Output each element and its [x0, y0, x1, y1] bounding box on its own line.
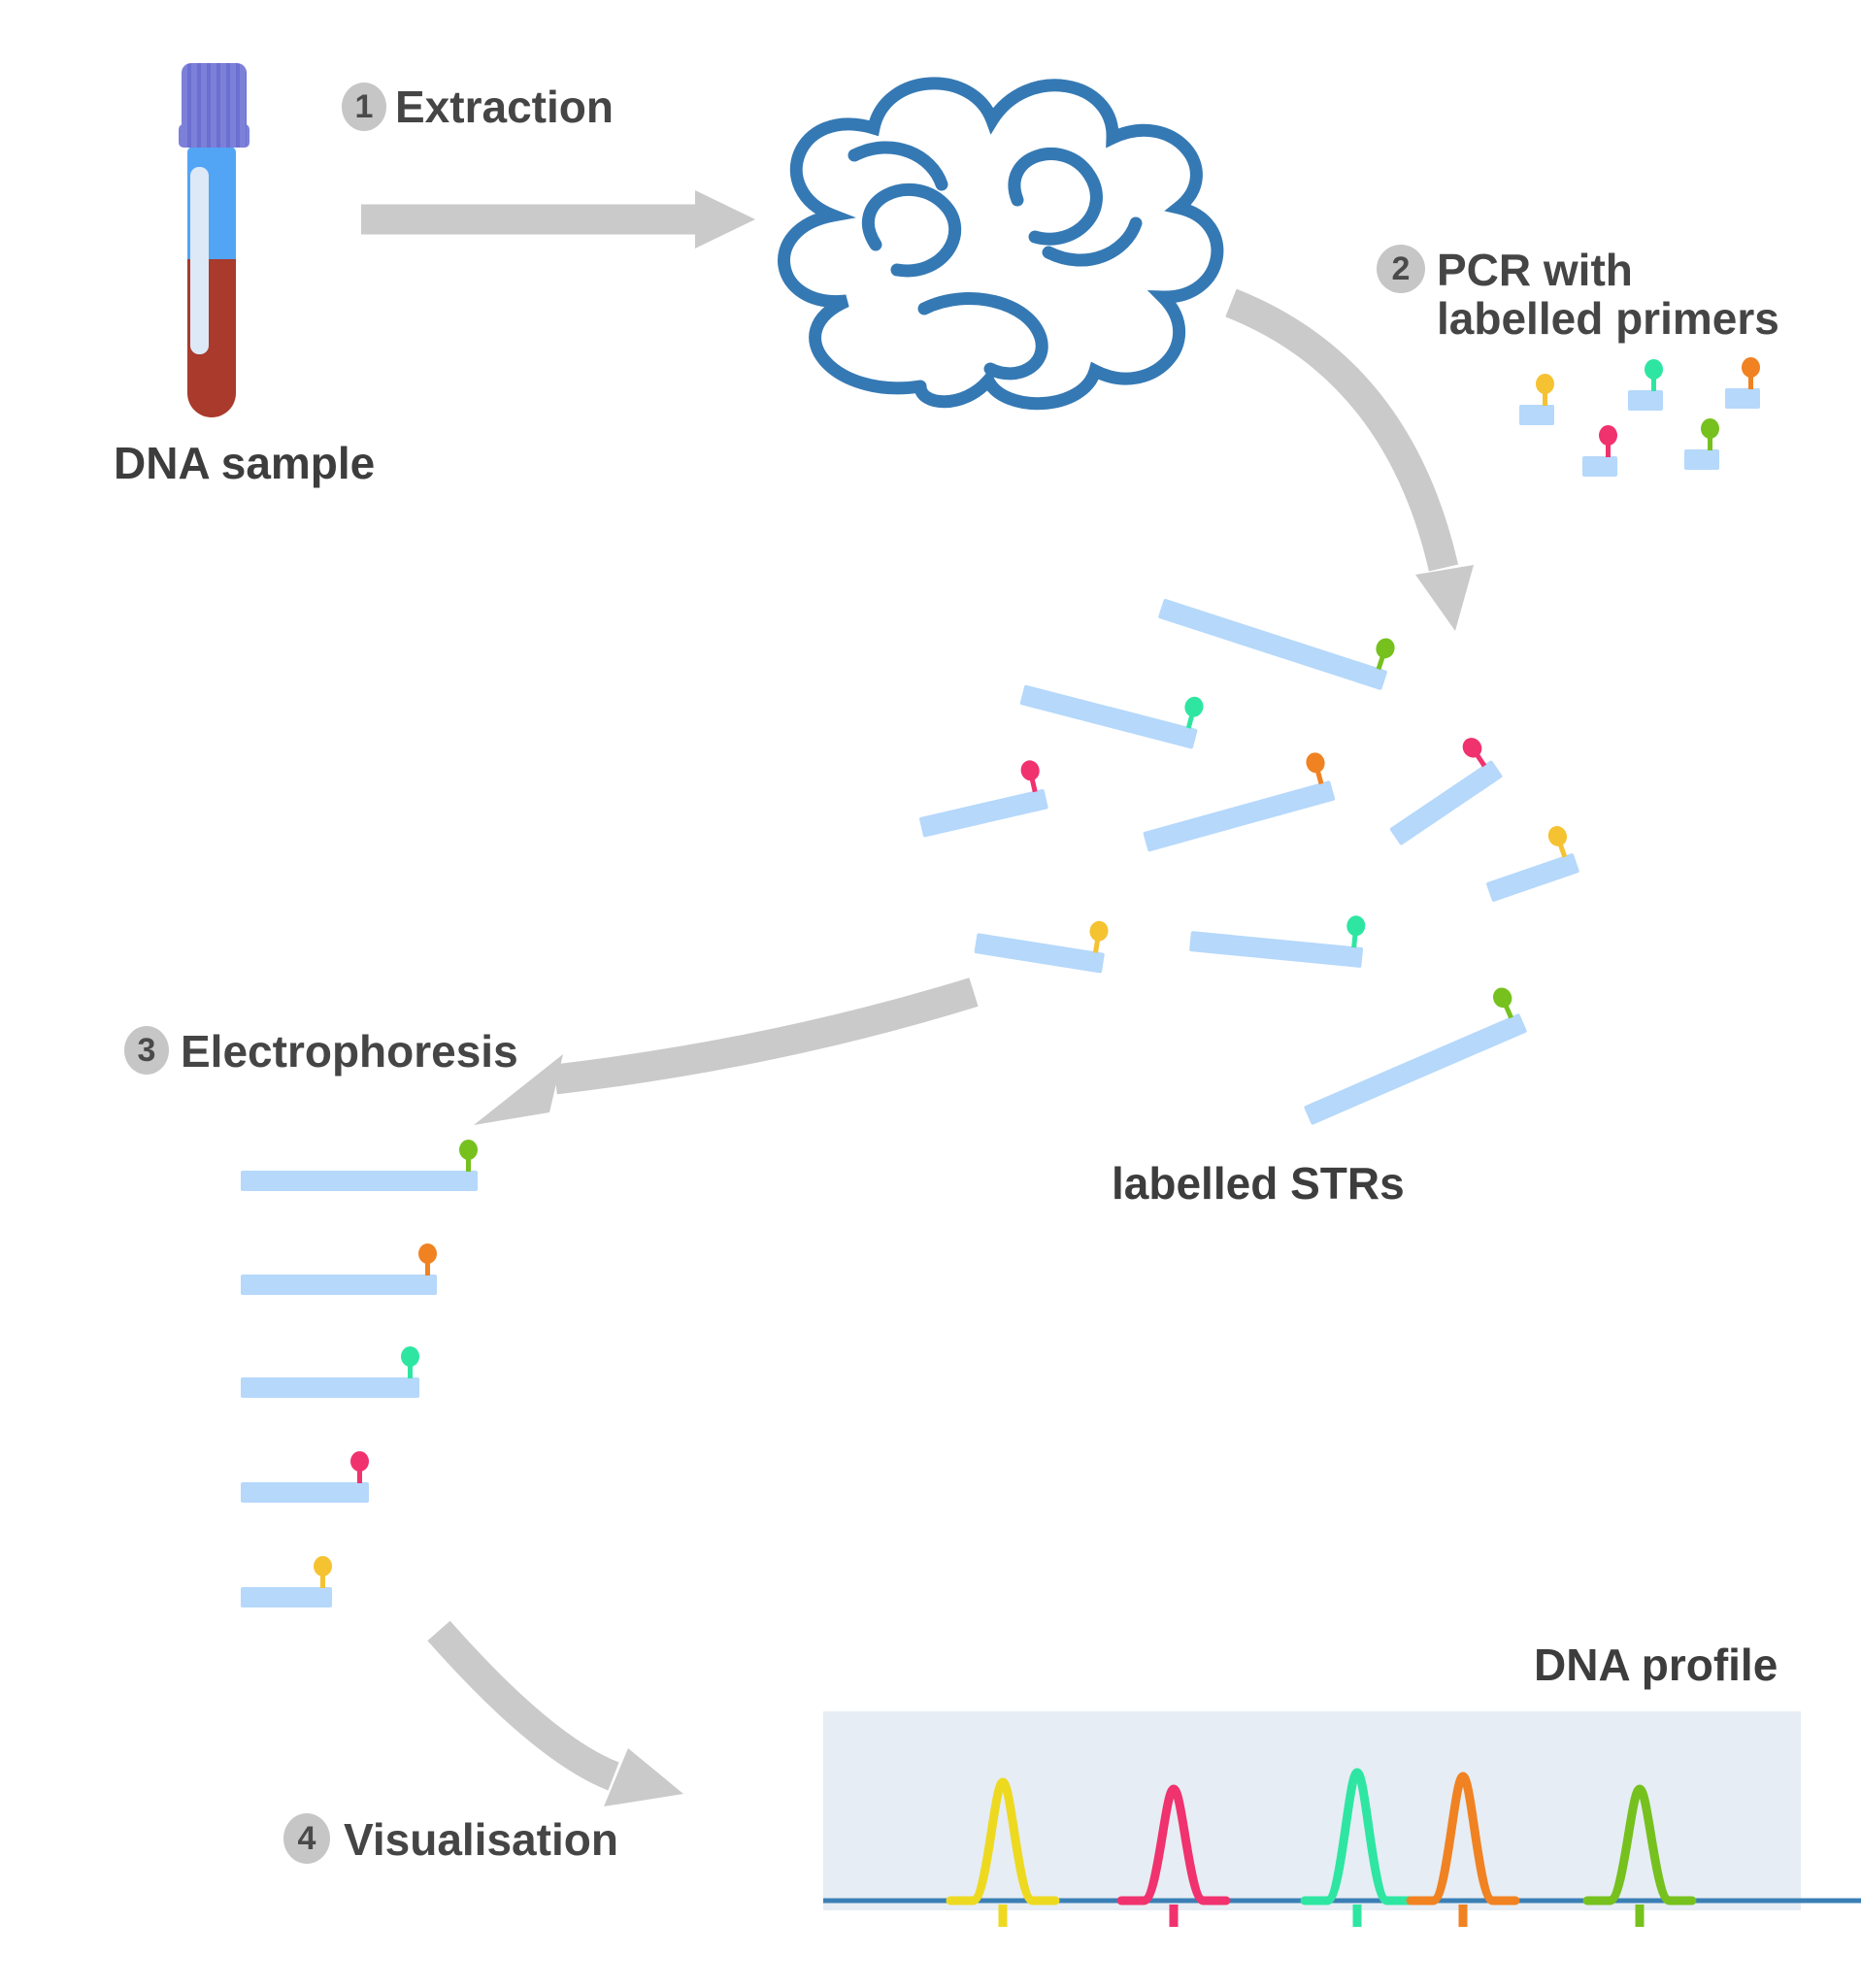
green-pin-head	[1701, 418, 1719, 439]
flow-arrow-2-head	[1415, 565, 1474, 631]
yellow-pin-head	[1536, 374, 1554, 394]
profile-peak-2	[1116, 1784, 1231, 1905]
orange-pin-icon	[1742, 357, 1760, 389]
teal-pin-icon	[401, 1346, 419, 1378]
step-4-label: Visualisation	[344, 1814, 618, 1865]
orange-pin-head	[1742, 357, 1760, 378]
flow-arrow-1-head	[695, 190, 755, 248]
labelled-primer	[1582, 425, 1617, 477]
teal-pin-head	[1645, 359, 1663, 380]
dna-tangle-icon	[847, 141, 948, 191]
step-1-label: Extraction	[395, 82, 614, 132]
green-pin-icon	[459, 1140, 478, 1172]
step-4-badge: 4	[283, 1813, 330, 1864]
profile-tick-3	[1352, 1905, 1362, 1927]
step-1-badge: 1	[342, 83, 386, 131]
green-pin-icon	[1701, 418, 1719, 450]
dna-tangle-icon	[778, 77, 1224, 411]
electrophoresis-fragment	[241, 1556, 332, 1607]
pink-pin-head	[1599, 425, 1617, 446]
pink-pin-head	[350, 1451, 369, 1472]
flow-arrow-4-head	[604, 1748, 683, 1806]
yellow-pin-icon	[1536, 374, 1554, 406]
teal-pin-icon	[1645, 359, 1663, 391]
dna-sample-caption: DNA sample	[114, 438, 376, 488]
pink-pin-icon	[350, 1451, 369, 1483]
orange-pin-head	[418, 1243, 437, 1264]
green-pin-head	[459, 1140, 478, 1160]
step-3-badge: 3	[124, 1026, 169, 1075]
labelled-strs-caption: labelled STRs	[1112, 1158, 1405, 1209]
flow-arrow-3-head	[474, 1054, 563, 1125]
profile-tick-1	[998, 1905, 1008, 1927]
step-2-badge: 2	[1377, 245, 1425, 293]
flow-arrow-2	[1225, 288, 1459, 572]
labelled-primer	[1684, 418, 1719, 470]
orange-pin-icon	[418, 1243, 437, 1276]
profile-peak-4	[1406, 1772, 1520, 1905]
dna-tangle-icon	[1042, 216, 1143, 267]
profile-peak-1	[946, 1777, 1060, 1905]
labelled-primer	[1519, 374, 1554, 425]
dna-profile-title: DNA profile	[1534, 1640, 1778, 1690]
profile-peak-3	[1300, 1768, 1414, 1905]
dna-tangle-icon	[1008, 148, 1103, 246]
electrophoresis-fragment	[241, 1451, 369, 1503]
step-2-label: PCR with labelled primers	[1437, 246, 1779, 343]
flow-arrow-4	[427, 1620, 619, 1791]
yellow-pin-icon	[314, 1556, 332, 1588]
pink-pin-icon	[1599, 425, 1617, 457]
step-3-label: Electrophoresis	[181, 1026, 518, 1077]
electrophoresis-fragment	[241, 1140, 478, 1191]
profile-peak-5	[1582, 1784, 1697, 1905]
teal-pin-head	[401, 1346, 419, 1367]
labelled-primer	[1628, 359, 1663, 411]
tube-label-strip	[190, 167, 209, 354]
step-2-label-line2: labelled primers	[1437, 293, 1779, 344]
dna-tangle-icon	[917, 292, 1048, 381]
electrophoresis-fragment	[241, 1346, 419, 1398]
tube-cap-icon	[182, 63, 247, 148]
profile-tick-4	[1458, 1905, 1468, 1927]
step-2-label-line1: PCR with	[1437, 245, 1633, 295]
profile-tick-5	[1635, 1905, 1645, 1927]
yellow-pin-head	[314, 1556, 332, 1576]
labelled-primer	[1725, 357, 1760, 409]
profile-tick-2	[1169, 1905, 1179, 1927]
dna-tangle-icon	[862, 182, 961, 278]
electrophoresis-fragment	[241, 1243, 437, 1295]
flow-arrow-3	[553, 977, 979, 1095]
